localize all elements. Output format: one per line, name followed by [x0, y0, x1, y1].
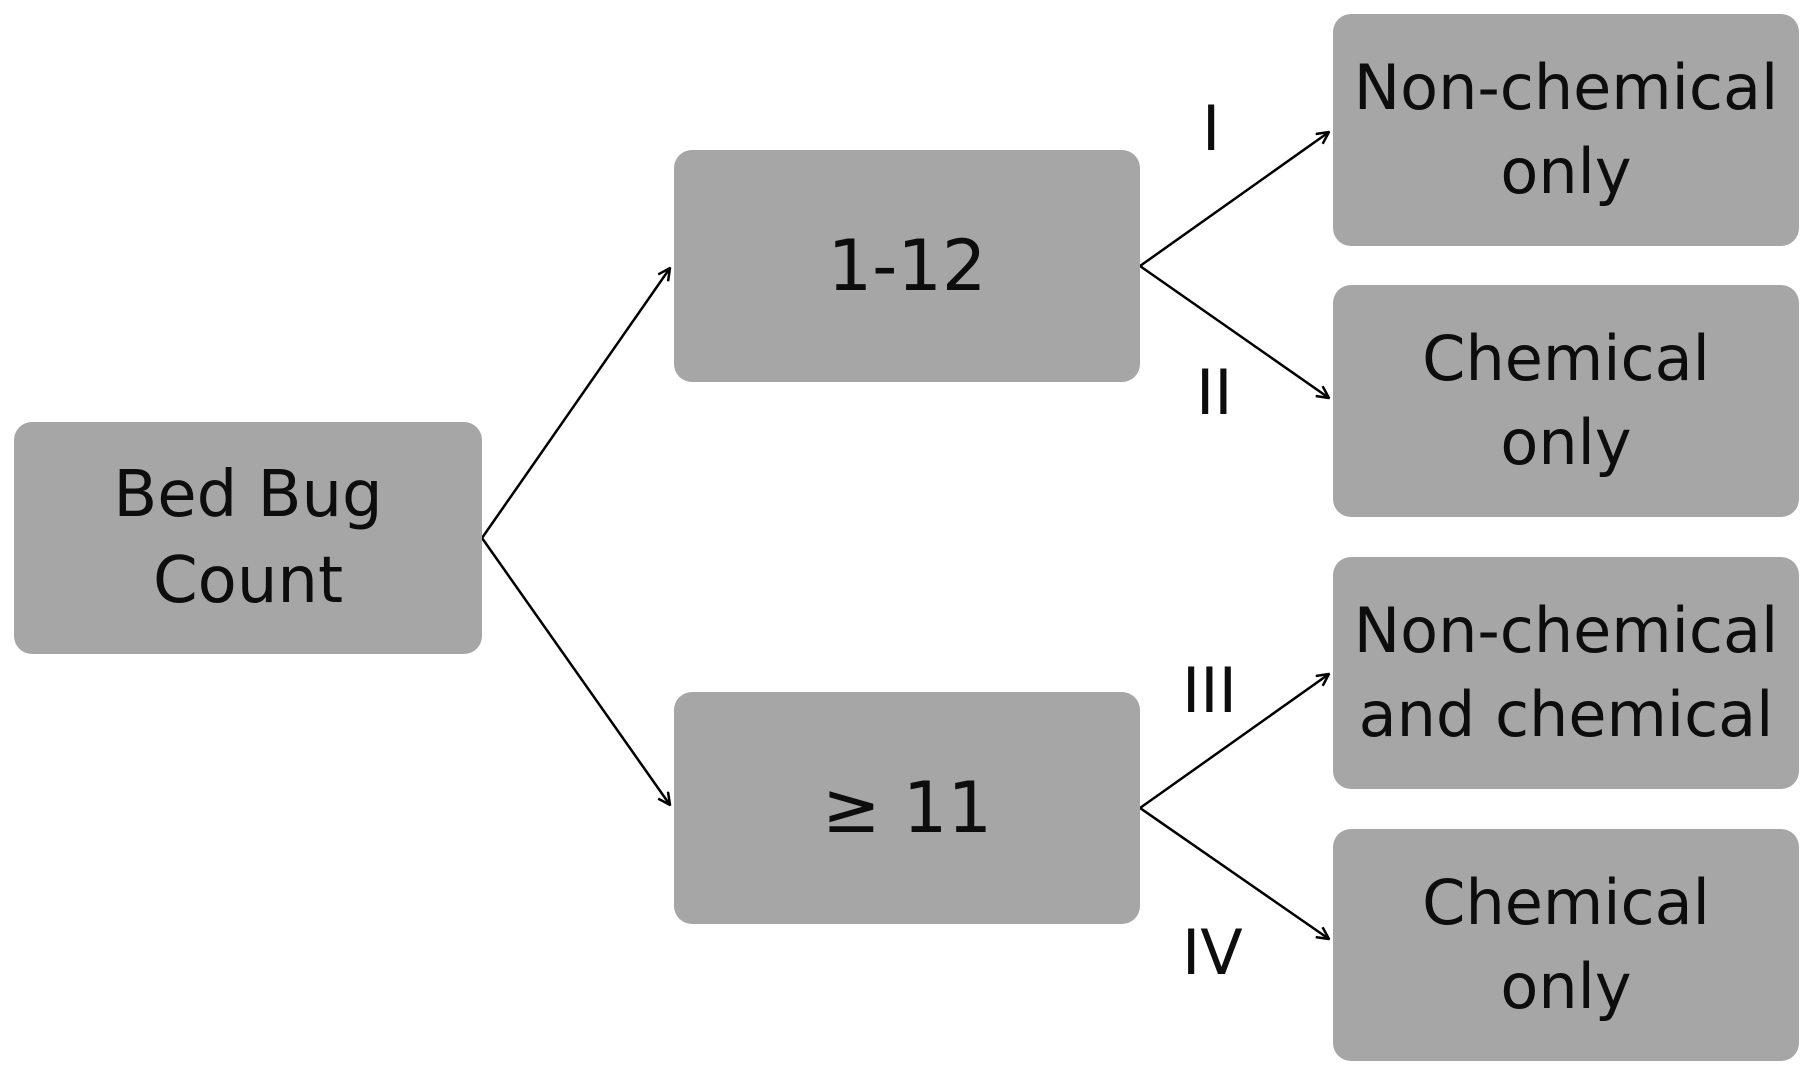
- node-outcome-1-label: Non-chemical only: [1353, 51, 1779, 208]
- arrow-root-to-mid-bottom: [480, 537, 670, 805]
- branch-label-i: I: [1202, 92, 1221, 165]
- branch-label-iv: IV: [1182, 916, 1243, 989]
- node-outcome-2-label: Chemical only: [1422, 322, 1710, 479]
- node-range-11-plus-label: ≥ 11: [822, 766, 992, 849]
- arrow-mid-top-to-out-2: [1139, 264, 1329, 398]
- node-outcome-3-label: Non-chemical and chemical: [1353, 594, 1779, 751]
- node-outcome-3: Non-chemical and chemical: [1333, 557, 1799, 789]
- node-outcome-2: Chemical only: [1333, 285, 1799, 517]
- arrow-mid-top-to-out-1: [1139, 132, 1329, 268]
- node-range-1-12: 1-12: [674, 150, 1140, 382]
- branch-label-ii: II: [1196, 356, 1233, 429]
- arrow-mid-bottom-to-out-3: [1139, 674, 1329, 810]
- node-outcome-4-label: Chemical only: [1422, 866, 1710, 1023]
- arrow-mid-bottom-to-out-4: [1139, 806, 1329, 939]
- node-bed-bug-count: Bed Bug Count: [14, 422, 482, 654]
- node-range-1-12-label: 1-12: [827, 224, 987, 307]
- node-outcome-1: Non-chemical only: [1333, 14, 1799, 246]
- node-outcome-4: Chemical only: [1333, 829, 1799, 1061]
- arrow-root-to-mid-top: [480, 268, 670, 539]
- node-range-11-plus: ≥ 11: [674, 692, 1140, 924]
- branch-label-iii: III: [1182, 654, 1237, 727]
- node-bed-bug-count-label: Bed Bug Count: [113, 457, 383, 618]
